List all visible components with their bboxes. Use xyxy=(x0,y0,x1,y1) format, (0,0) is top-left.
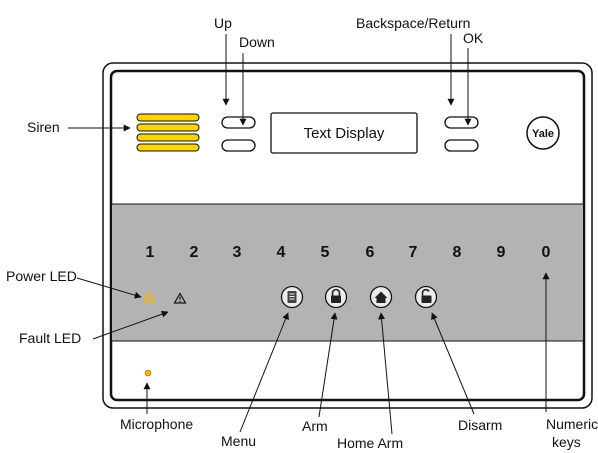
key-8[interactable]: 8 xyxy=(453,244,462,261)
key-1[interactable]: 1 xyxy=(146,244,155,261)
numeric-keys-label-line1: Numeric xyxy=(546,416,598,432)
warning-icon xyxy=(173,292,187,304)
lock-closed-icon xyxy=(331,288,341,303)
down-button[interactable] xyxy=(221,139,256,152)
key-7[interactable]: 7 xyxy=(409,244,418,261)
menu-icon xyxy=(287,291,297,303)
microphone-label: Microphone xyxy=(120,416,193,432)
numeric-keys-label-line2: keys xyxy=(552,434,581,450)
key-3[interactable]: 3 xyxy=(233,244,242,261)
siren-label: Siren xyxy=(27,119,60,135)
menu-label: Menu xyxy=(221,433,256,449)
yale-logo xyxy=(526,116,560,150)
key-9[interactable]: 9 xyxy=(497,244,506,261)
text-display xyxy=(270,112,418,154)
key-5[interactable]: 5 xyxy=(321,244,330,261)
siren-grille xyxy=(136,113,200,152)
leader-lines xyxy=(68,34,550,435)
key-4[interactable]: 4 xyxy=(277,244,286,261)
backspace-return-label: Backspace/Return xyxy=(356,15,470,31)
home-arm-label: Home Arm xyxy=(337,435,403,451)
menu-button[interactable] xyxy=(280,285,304,309)
home-arm-button[interactable] xyxy=(369,285,393,309)
fault-led-label: Fault LED xyxy=(19,330,81,346)
arm-button[interactable] xyxy=(324,285,348,309)
key-6[interactable]: 6 xyxy=(366,244,375,261)
key-2[interactable]: 2 xyxy=(190,244,199,261)
home-icon xyxy=(374,291,388,303)
up-button[interactable] xyxy=(221,116,256,129)
power-led-label: Power LED xyxy=(6,268,77,284)
keypad-band xyxy=(112,204,583,341)
arm-label: Arm xyxy=(302,418,328,434)
microphone-hole xyxy=(144,369,152,377)
power-icon xyxy=(143,292,155,305)
backspace-return-button[interactable] xyxy=(444,116,479,129)
up-label: Up xyxy=(214,15,232,31)
yale-logo-text: Yale xyxy=(532,128,554,140)
text-display-label: Text Display xyxy=(304,125,385,142)
disarm-label: Disarm xyxy=(458,417,502,433)
down-label: Down xyxy=(239,34,275,50)
disarm-button[interactable] xyxy=(414,285,438,309)
ok-label: OK xyxy=(463,30,484,46)
ok-button[interactable] xyxy=(444,139,479,152)
key-0[interactable]: 0 xyxy=(542,244,551,261)
lock-open-icon xyxy=(421,288,432,303)
